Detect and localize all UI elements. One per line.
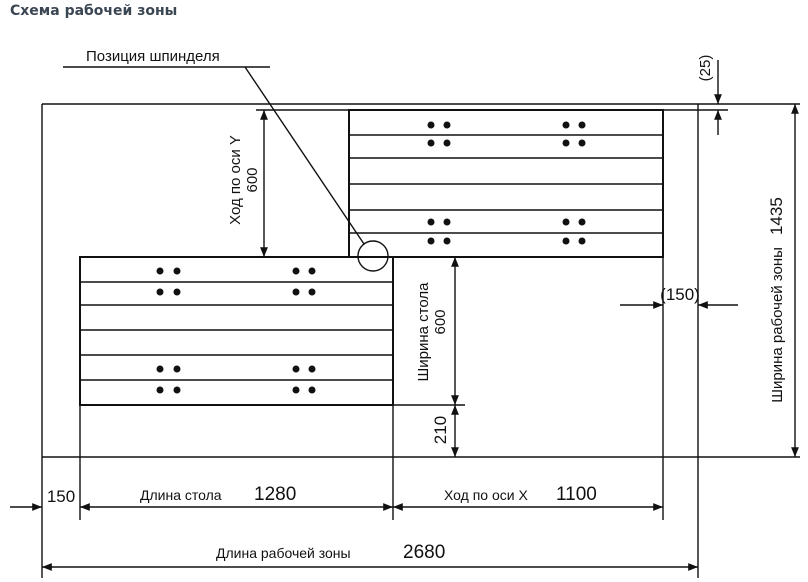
work-zone-outline bbox=[41, 103, 800, 578]
x-travel-value: 1100 bbox=[556, 484, 597, 505]
work-length-label: Длина рабочей зоны bbox=[216, 545, 351, 561]
table-length-label: Длина стола bbox=[140, 487, 222, 503]
x-travel-label: Ход по оси X bbox=[444, 487, 528, 503]
table-width-value: 600 bbox=[432, 309, 449, 334]
bottom-offset-value: 210 bbox=[431, 416, 450, 444]
spindle-leader bbox=[63, 66, 365, 245]
table-width-label: Ширина стола bbox=[415, 282, 432, 382]
y-travel-value: 600 bbox=[244, 167, 261, 192]
right-offset-value: (150) bbox=[660, 285, 700, 304]
page-title: Схема рабочей зоны bbox=[10, 3, 178, 19]
work-width-label: Ширина рабочей зоны1435 bbox=[767, 197, 786, 403]
table-lower bbox=[79, 256, 394, 406]
table-length-value: 1280 bbox=[254, 484, 296, 505]
y-travel-label: Ход по оси Y bbox=[227, 135, 244, 225]
spindle-circle bbox=[357, 240, 389, 272]
work-length-value: 2680 bbox=[403, 542, 445, 563]
table-upper bbox=[348, 109, 664, 258]
top-offset-value: (25) bbox=[697, 55, 714, 82]
left-offset-value: 150 bbox=[47, 487, 75, 506]
spindle-position-label: Позиция шпинделя bbox=[86, 48, 220, 65]
